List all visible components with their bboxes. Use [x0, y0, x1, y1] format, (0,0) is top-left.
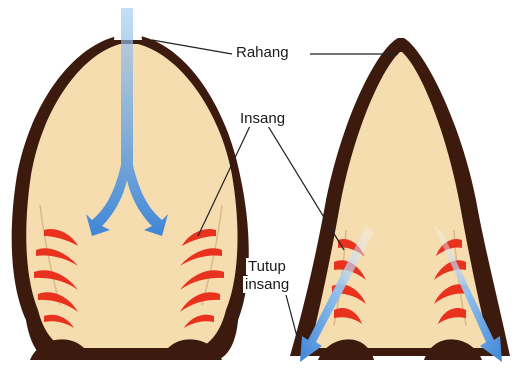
- jaw-label: Rahang: [234, 44, 291, 61]
- operculum-leader-right: [286, 295, 300, 348]
- right-head-dot: [339, 210, 343, 214]
- operculum-label-line2: insang: [243, 276, 291, 293]
- gills-label: Insang: [238, 110, 287, 127]
- left-head-dot: [223, 183, 227, 187]
- left-head-dot: [31, 183, 35, 187]
- operculum-label-line1: Tutup: [246, 258, 288, 275]
- right-head-dot: [457, 210, 461, 214]
- left-fish-head: [12, 8, 249, 360]
- right-fish-head: [290, 38, 510, 362]
